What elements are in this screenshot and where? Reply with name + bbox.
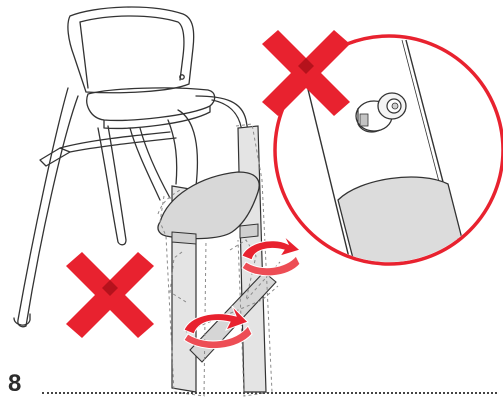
screw-knob-icon [355,92,407,133]
chair-front-leg-left [17,87,79,328]
cross-icon [66,252,154,338]
step-number: 8 [8,370,22,397]
cross-icon [262,30,350,116]
high-chair [13,6,251,328]
chair-right-leg [167,119,178,185]
rotate-arrow-icon [241,235,302,277]
footplate [157,171,260,240]
chair-rear-leg-left [97,125,127,246]
rotate-arrow-icon [183,305,253,350]
chair-backrest [67,6,195,94]
step-divider [42,392,497,394]
